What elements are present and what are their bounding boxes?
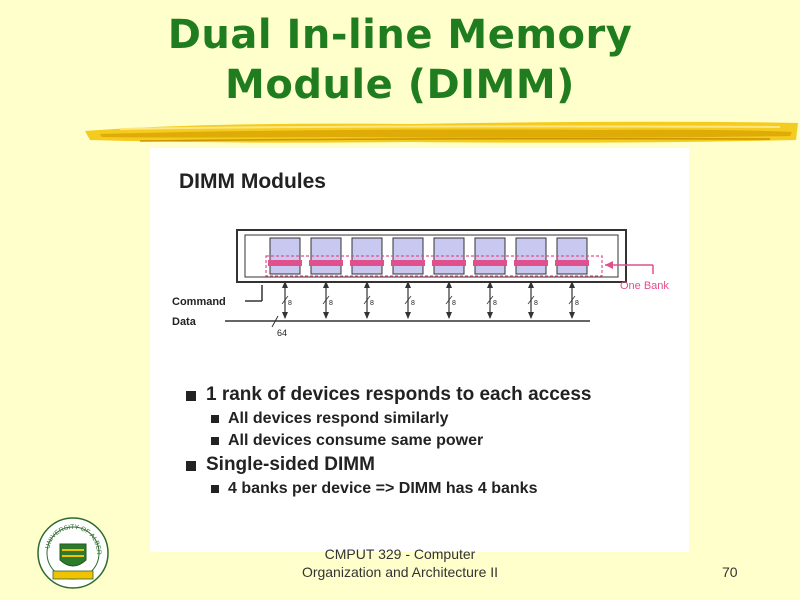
bullet-item: Single-sided DIMM: [184, 452, 591, 478]
data-lines: 8 8 8 8 8 8 8 8: [281, 281, 579, 319]
title-underline-brush: [85, 121, 798, 143]
bank-stripe: [514, 260, 548, 266]
line-width-label: 8: [370, 300, 374, 307]
bank-stripe: [555, 260, 589, 266]
arrow-down-icon: [323, 312, 329, 319]
module-inner: [244, 234, 619, 278]
dimm-diagram: One Bank Command Data 64 8 8 8 8 8 8 8 8: [172, 229, 669, 338]
memory-chip: [474, 237, 506, 275]
bank-stripe: [350, 260, 384, 266]
arrow-up-icon: [282, 281, 288, 288]
footer-line-1: CMPUT 329 - Computer: [324, 546, 476, 562]
one-bank-label: One Bank: [620, 280, 669, 292]
footer-course: CMPUT 329 - Computer Organization and Ar…: [250, 545, 550, 581]
command-label: Command: [172, 296, 226, 308]
sub-bullet-text: All devices respond similarly: [228, 410, 449, 427]
arrow-up-icon: [528, 281, 534, 288]
page-number: 70: [722, 564, 738, 580]
bus-width-label: 64: [277, 328, 287, 338]
arrow-up-icon: [364, 281, 370, 288]
square-bullet-icon: [211, 415, 219, 423]
footer-line-2: Organization and Architecture II: [301, 564, 499, 580]
line-width-label: 8: [329, 300, 333, 307]
bank-stripe: [268, 260, 302, 266]
arrow-up-icon: [323, 281, 329, 288]
square-bullet-icon: [211, 485, 219, 493]
data-label: Data: [172, 316, 197, 328]
module-outline: [236, 229, 627, 283]
line-width-label: 8: [534, 300, 538, 307]
line-width-label: 8: [452, 300, 456, 307]
arrow-up-icon: [446, 281, 452, 288]
memory-chip: [269, 237, 301, 275]
bullet-text: Single-sided DIMM: [206, 454, 375, 475]
sub-bullet-item: All devices consume same power: [184, 430, 591, 452]
title-line-1: Dual In-line Memory: [167, 12, 633, 58]
line-width-label: 8: [411, 300, 415, 307]
university-seal-logo: UNIVERSITY OF ALBERTA: [36, 516, 109, 589]
arrow-up-icon: [569, 281, 575, 288]
bullet-item: 1 rank of devices responds to each acces…: [184, 382, 591, 408]
arrow-down-icon: [528, 312, 534, 319]
arrow-down-icon: [569, 312, 575, 319]
bank-stripe: [391, 260, 425, 266]
bullet-text: 1 rank of devices responds to each acces…: [206, 384, 592, 405]
line-width-label: 8: [575, 300, 579, 307]
square-bullet-icon: [186, 391, 196, 401]
figure-heading: DIMM Modules: [179, 170, 326, 193]
bullet-list: 1 rank of devices responds to each acces…: [184, 382, 591, 500]
arrow-down-icon: [446, 312, 452, 319]
sub-bullet-item: All devices respond similarly: [184, 408, 591, 430]
sub-bullet-text: All devices consume same power: [228, 432, 484, 449]
sub-bullet-text: 4 banks per device => DIMM has 4 banks: [228, 480, 538, 497]
arrow-down-icon: [364, 312, 370, 319]
arrow-down-icon: [282, 312, 288, 319]
arrow-up-icon: [487, 281, 493, 288]
line-width-label: 8: [493, 300, 497, 307]
arrow-down-icon: [405, 312, 411, 319]
sub-bullet-item: 4 banks per device => DIMM has 4 banks: [184, 478, 591, 500]
bank-stripe: [473, 260, 507, 266]
title-line-2: Module (DIMM): [225, 62, 575, 108]
arrow-down-icon: [487, 312, 493, 319]
bank-box: [265, 255, 603, 277]
square-bullet-icon: [186, 461, 196, 471]
arrow-up-icon: [405, 281, 411, 288]
square-bullet-icon: [211, 437, 219, 445]
bank-stripe: [309, 260, 343, 266]
bank-stripe: [432, 260, 466, 266]
slide-title: Dual In-line Memory Module (DIMM): [0, 10, 800, 110]
line-width-label: 8: [288, 300, 292, 307]
